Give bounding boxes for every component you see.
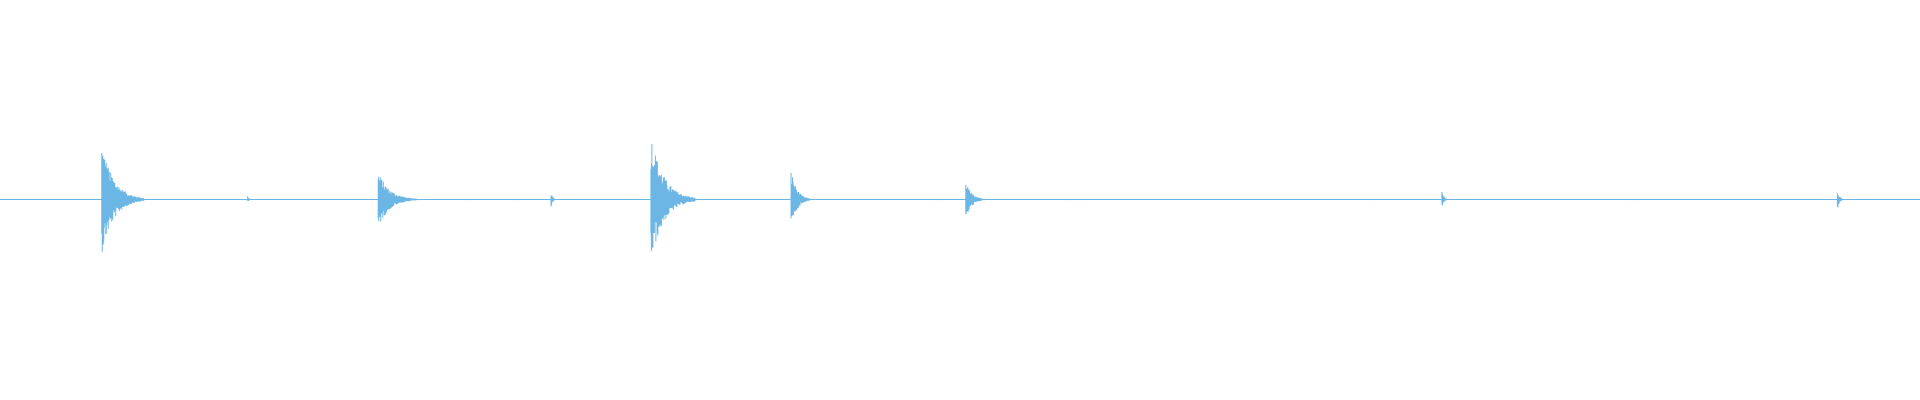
- waveform-transient: [1836, 193, 1844, 208]
- transient-burst: [1836, 193, 1844, 208]
- waveform-transient: [790, 172, 811, 219]
- transient-burst: [965, 184, 986, 214]
- waveform-transient: [550, 195, 557, 207]
- waveform-transient: [1441, 192, 1449, 206]
- transient-burst: [101, 152, 145, 252]
- waveform-transient: [965, 184, 986, 214]
- waveform-transients: [0, 144, 1918, 252]
- waveform-transient: [101, 152, 145, 252]
- transient-burst: [790, 172, 811, 219]
- waveform-transient: [247, 196, 252, 202]
- transient-burst: [1441, 192, 1449, 206]
- transient-burst: [650, 144, 696, 252]
- waveform-transient: [650, 144, 696, 252]
- waveform-noise-floor: [0, 198, 1918, 201]
- transient-burst: [247, 196, 252, 202]
- transient-burst: [550, 195, 557, 207]
